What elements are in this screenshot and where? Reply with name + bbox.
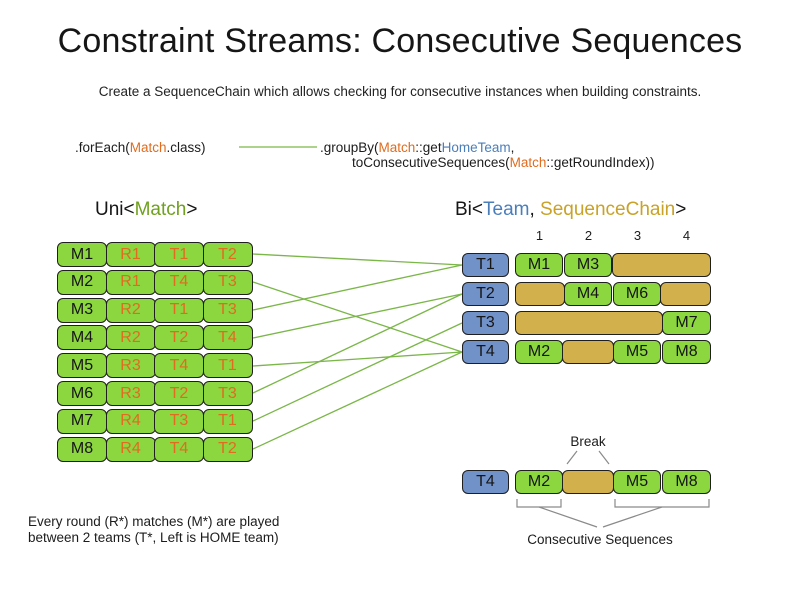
code-text: .forEach( [75, 140, 130, 155]
bi-heading: Bi<Team, SequenceChain> [455, 199, 686, 221]
gap-bar [562, 470, 614, 494]
legend-note-line2: between 2 teams (T*, Left is HOME team) [28, 530, 279, 545]
code-class-token: Match [129, 140, 167, 155]
match-box: M5 [613, 470, 661, 494]
match-cell: M1 [57, 242, 107, 267]
home-team-cell: T2 [154, 325, 204, 351]
round-cell: R3 [105, 353, 156, 379]
round-cell: R2 [105, 297, 156, 323]
legend-note: Every round (R*) matches (M*) are played… [28, 514, 279, 546]
code-class-token: Match [509, 155, 547, 170]
home-team-cell: T3 [154, 408, 204, 434]
team-box: T4 [462, 340, 509, 364]
round-cell: R1 [105, 242, 156, 267]
match-box: M6 [613, 282, 661, 306]
code-text: .class) [166, 140, 206, 155]
match-box: M3 [564, 253, 612, 277]
match-cell: M6 [57, 381, 107, 406]
code-groupby-line2: toConsecutiveSequences(Match::getRoundIn… [352, 155, 654, 170]
match-box: M1 [515, 253, 563, 277]
team-box: T2 [462, 282, 509, 306]
home-team-cell: T1 [154, 242, 204, 267]
code-method-token: HomeTeam [441, 140, 511, 155]
away-team-cell: T4 [202, 325, 253, 351]
match-box: M2 [515, 340, 563, 364]
match-type-token: Match [134, 199, 187, 220]
heading-text: > [186, 199, 198, 220]
match-box: M8 [662, 340, 711, 364]
table-row: M4 R2 T2 T4 [57, 325, 253, 351]
page-subtitle: Create a SequenceChain which allows chec… [98, 84, 702, 99]
match-cell: M8 [57, 436, 107, 462]
legend-note-line1: Every round (R*) matches (M*) are played [28, 514, 280, 529]
away-team-cell: T2 [202, 436, 253, 462]
match-cell: M7 [57, 408, 107, 434]
match-cell: M3 [57, 297, 107, 323]
home-team-cell: T4 [154, 436, 204, 462]
home-team-cell: T1 [154, 297, 204, 323]
team-box: T1 [462, 253, 509, 277]
code-text: ::getRoundIndex)) [546, 155, 655, 170]
away-team-cell: T1 [202, 408, 253, 434]
gap-bar [515, 282, 565, 306]
code-text: toConsecutiveSequences( [352, 155, 510, 170]
match-box: M8 [662, 470, 711, 494]
away-team-cell: T3 [202, 297, 253, 323]
page-title: Constraint Streams: Consecutive Sequence… [57, 22, 743, 60]
home-team-cell: T4 [154, 269, 204, 295]
match-box: M5 [613, 340, 661, 364]
heading-text: Bi< [455, 199, 483, 220]
round-cell: R4 [105, 436, 156, 462]
code-text: .groupBy( [320, 140, 379, 155]
table-row: M8 R4 T4 T2 [57, 436, 253, 462]
code-foreach: .forEach(Match.class) [75, 140, 206, 155]
break-bracket [566, 450, 610, 465]
round-column-label: 3 [633, 228, 642, 243]
heading-text: > [675, 199, 687, 220]
away-team-cell: T1 [202, 353, 253, 379]
uni-heading: Uni<Match> [95, 199, 197, 221]
match-box: M4 [564, 282, 612, 306]
code-class-token: Match [378, 140, 416, 155]
table-row: M1 R1 T1 T2 [57, 242, 253, 267]
team-box: T3 [462, 311, 509, 335]
home-team-cell: T2 [154, 381, 204, 406]
match-cell: M5 [57, 353, 107, 379]
sequencechain-type-token: SequenceChain [540, 199, 676, 220]
heading-text: Uni< [95, 199, 135, 220]
round-cell: R1 [105, 269, 156, 295]
gap-bar [660, 282, 711, 306]
match-cell: M2 [57, 269, 107, 295]
team-box: T4 [462, 470, 509, 494]
consecutive-brackets [516, 499, 710, 528]
gap-bar [515, 311, 663, 335]
gap-bar [562, 340, 614, 364]
table-row: M7 R4 T3 T1 [57, 408, 253, 434]
away-team-cell: T2 [202, 242, 253, 267]
table-row: M5 R3 T4 T1 [57, 353, 253, 379]
table-row: M2 R1 T4 T3 [57, 269, 253, 295]
code-groupby-line1: .groupBy(Match::getHomeTeam, [320, 140, 514, 155]
away-team-cell: T3 [202, 269, 253, 295]
gap-bar [612, 253, 711, 277]
round-column-label: 4 [682, 228, 691, 243]
break-label: Break [570, 434, 606, 449]
away-team-cell: T3 [202, 381, 253, 406]
code-text: ::get [415, 140, 442, 155]
heading-text: , [529, 199, 541, 220]
match-cell: M4 [57, 325, 107, 351]
team-type-token: Team [483, 199, 530, 220]
round-cell: R2 [105, 325, 156, 351]
table-row: M6 R3 T2 T3 [57, 381, 253, 406]
round-column-label: 2 [584, 228, 593, 243]
round-column-label: 1 [535, 228, 544, 243]
code-text: , [510, 140, 515, 155]
home-team-cell: T4 [154, 353, 204, 379]
match-box: M7 [662, 311, 711, 335]
round-cell: R3 [105, 381, 156, 406]
match-box: M2 [515, 470, 563, 494]
round-cell: R4 [105, 408, 156, 434]
consecutive-sequences-label: Consecutive Sequences [527, 532, 673, 547]
table-row: M3 R2 T1 T3 [57, 297, 253, 323]
